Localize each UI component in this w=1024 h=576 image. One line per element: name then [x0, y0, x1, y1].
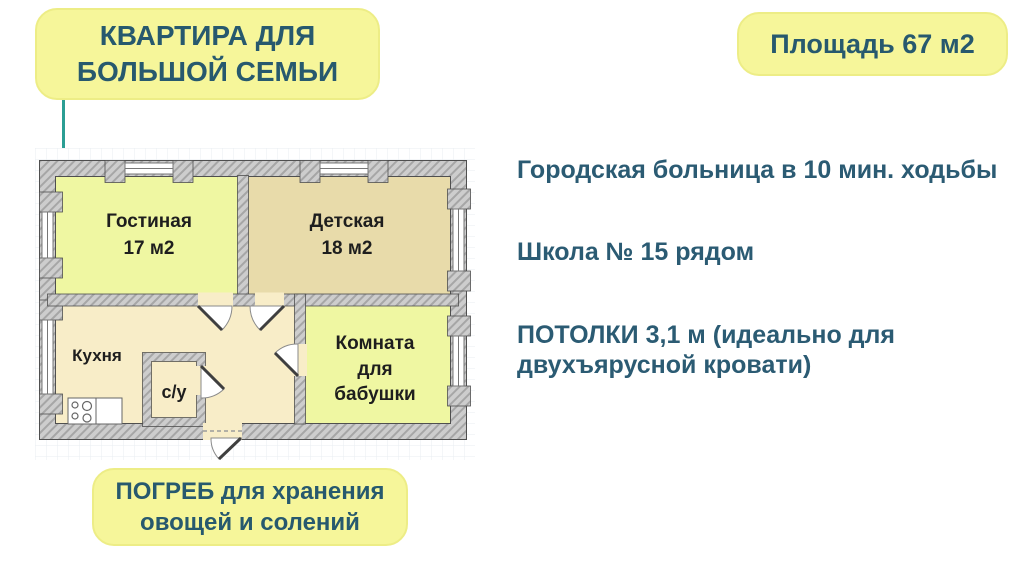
- room-label-bathroom: с/у: [161, 382, 186, 402]
- window-icons: [41, 162, 465, 395]
- window-icon: [452, 208, 465, 272]
- window-icon: [452, 335, 465, 387]
- door-icon: [199, 364, 226, 399]
- room-label-kids: Детская: [310, 211, 385, 232]
- floor-plan-svg: Гостиная 17 м2 Детская 18 м2 Кухня с/у К…: [35, 148, 475, 460]
- connector-line: [62, 100, 65, 148]
- door-openings: [196, 292, 307, 440]
- room-label-grandma-line3: бабушки: [334, 384, 415, 405]
- note-ceilings: ПОТОЛКИ 3,1 м (идеально для двухъярусной…: [517, 321, 896, 379]
- room-label-grandma-line2: для: [357, 359, 392, 380]
- room-area-kids: 18 м2: [321, 238, 372, 259]
- stove-icon: [67, 397, 97, 425]
- room-kids: [243, 176, 451, 302]
- room-label-kitchen: Кухня: [72, 346, 122, 365]
- door-icons: [196, 304, 300, 460]
- door-icon: [249, 304, 286, 332]
- door-icon: [210, 436, 243, 460]
- area-badge: Площадь 67 м2: [737, 12, 1008, 76]
- window-icon: [124, 162, 174, 175]
- cellar-badge: ПОГРЕБ для хранения овощей и солений: [92, 468, 408, 546]
- room-grandma: [300, 302, 451, 424]
- room-label-grandma-line1: Комната: [336, 333, 415, 354]
- note-school: Школа № 15 рядом: [517, 238, 755, 266]
- room-area-living: 17 м2: [123, 238, 174, 259]
- window-icon: [41, 211, 54, 259]
- room-living: [55, 176, 243, 302]
- title-badge: КВАРТИРА ДЛЯ БОЛЬШОЙ СЕМЬИ: [35, 8, 380, 100]
- counter-icon: [95, 397, 123, 425]
- window-icon: [41, 319, 54, 395]
- window-icon: [319, 162, 369, 175]
- room-label-living: Гостиная: [106, 211, 192, 232]
- door-icon: [196, 304, 233, 332]
- note-hospital: Городская больница в 10 мин. ходьбы: [517, 156, 998, 184]
- door-icon: [273, 343, 300, 378]
